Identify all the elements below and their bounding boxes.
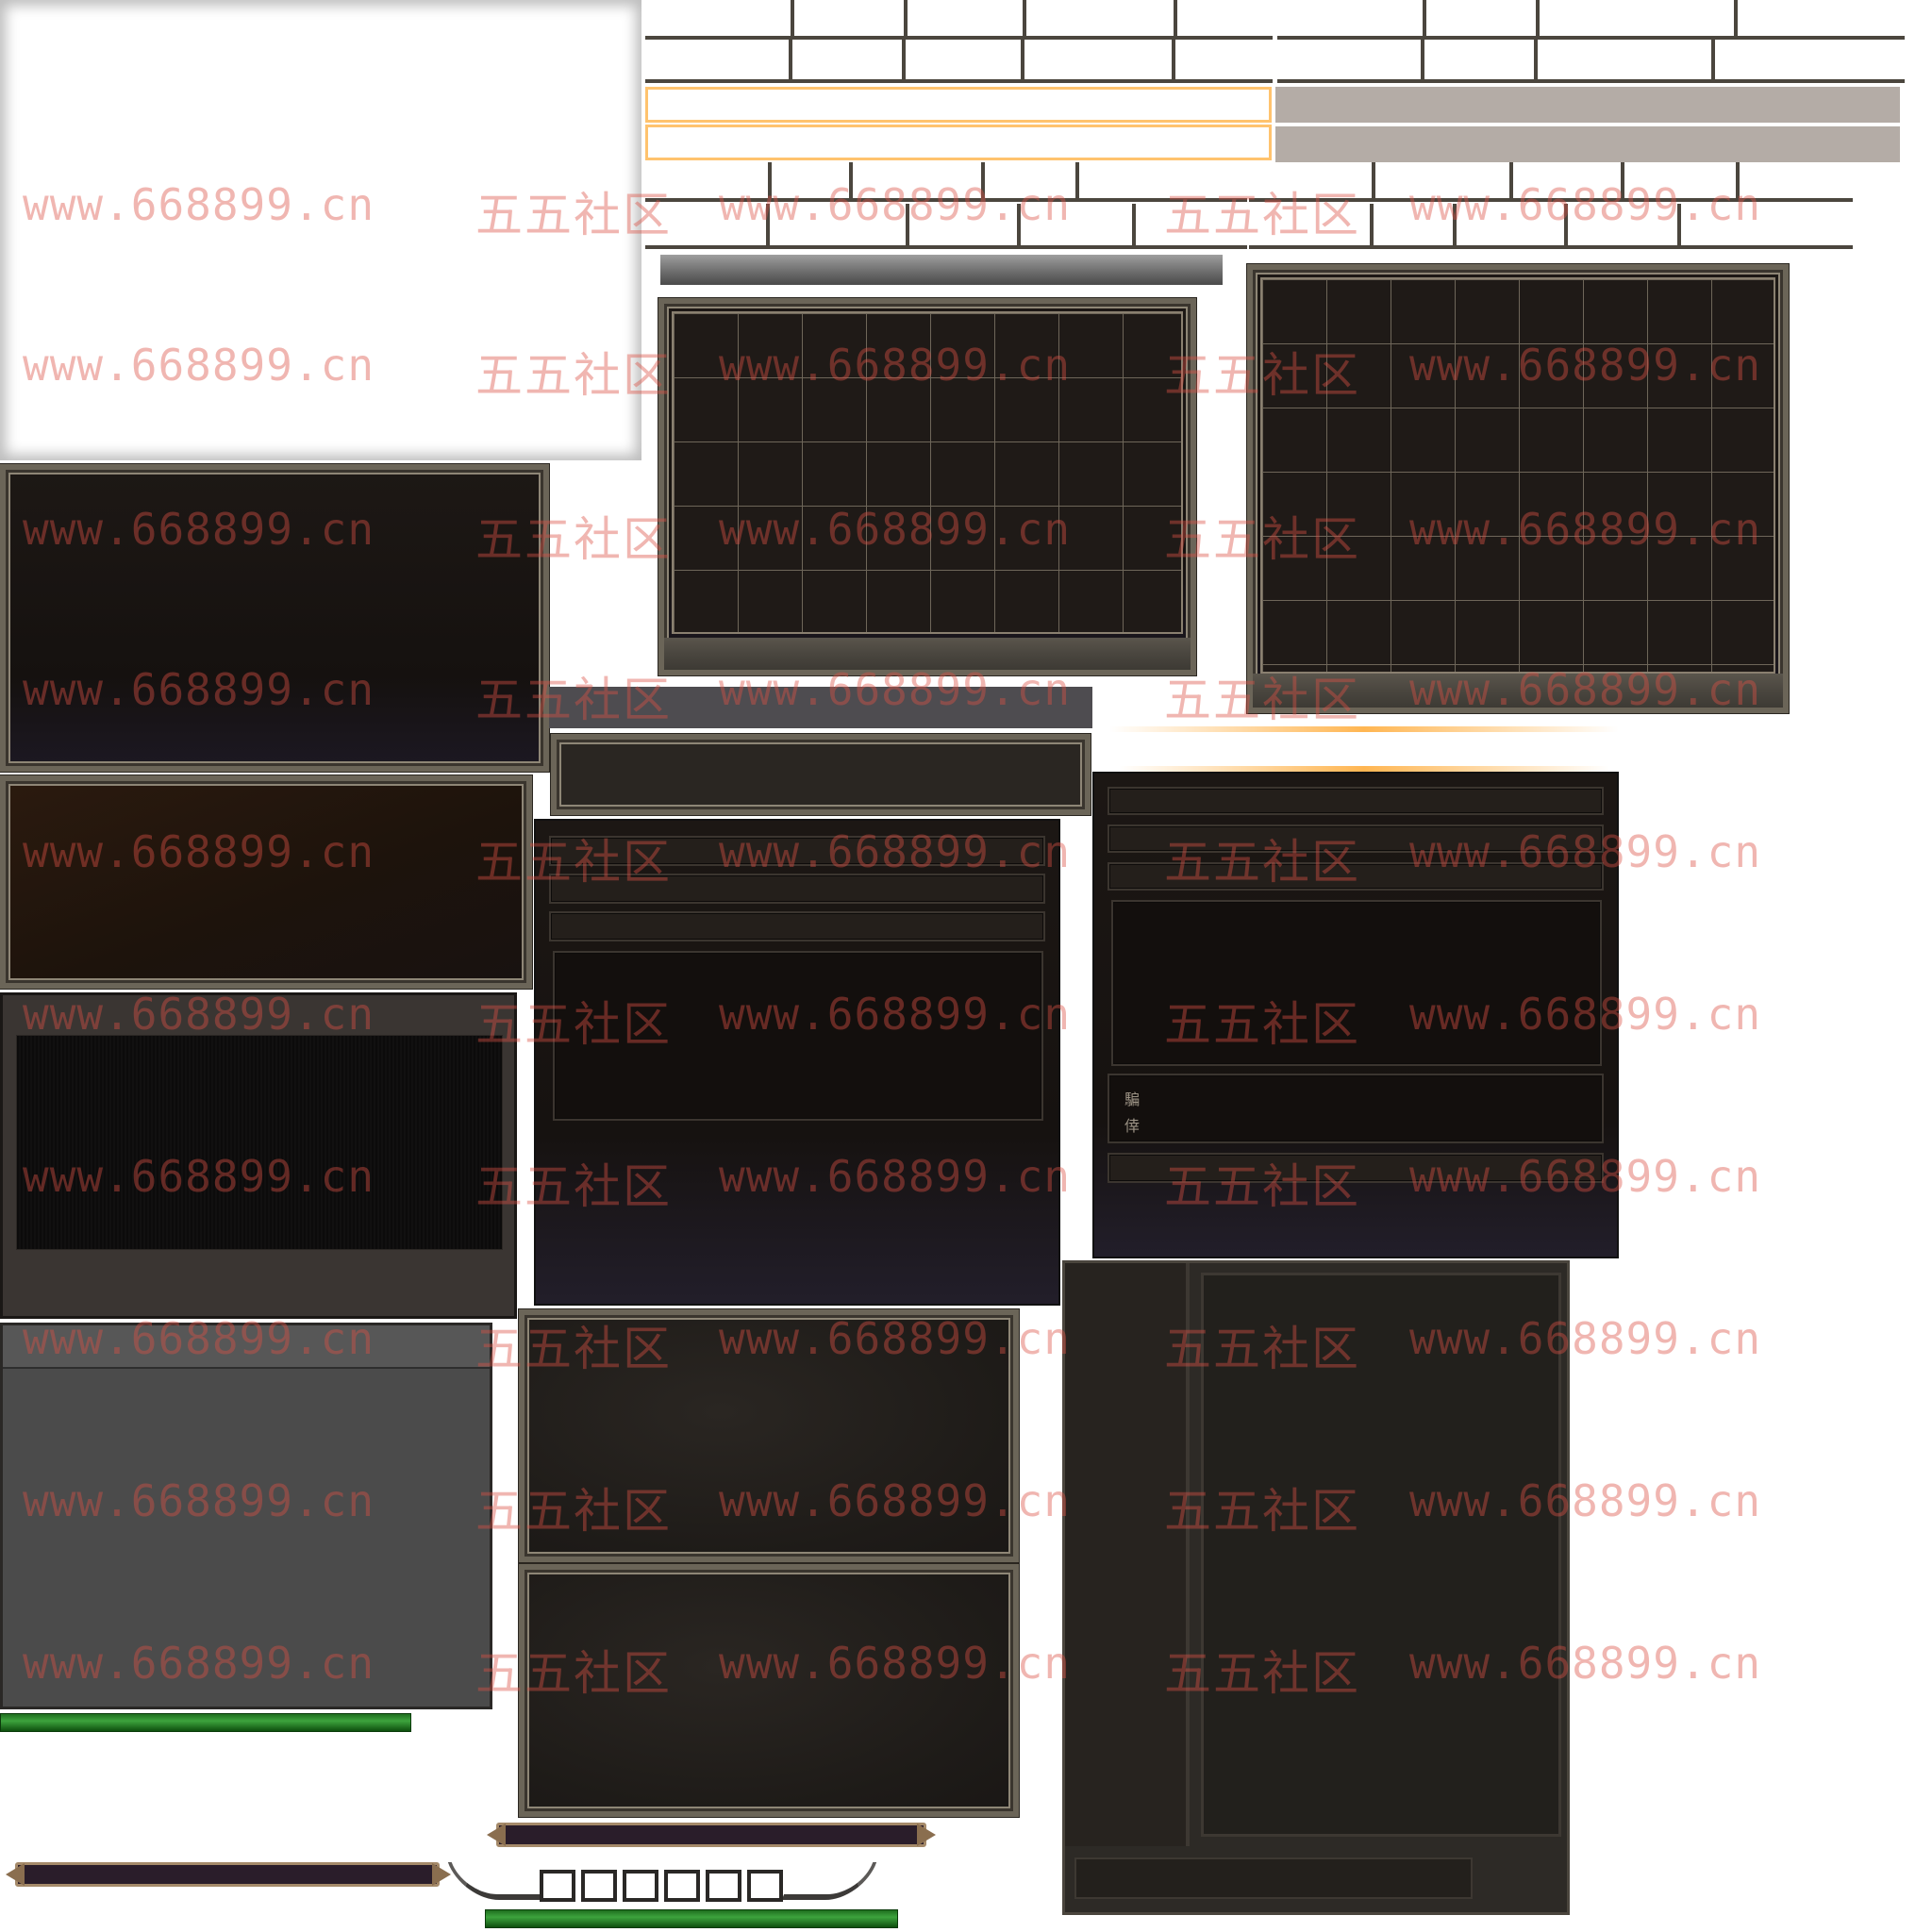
- inventory-grid-b-footer: [1253, 674, 1783, 708]
- split-panel-content: [1201, 1273, 1561, 1837]
- taupe-bar-1: [1275, 87, 1900, 123]
- inventory-grid-a[interactable]: [672, 311, 1183, 634]
- rail-set-top: [645, 0, 1909, 85]
- remarks-label-1: 騙: [1124, 1091, 1141, 1108]
- leather-panel-2: [519, 1564, 1019, 1817]
- right-field-1[interactable]: [1108, 787, 1604, 815]
- skill-slot-6[interactable]: [747, 1870, 783, 1902]
- skill-slot-1[interactable]: [540, 1870, 575, 1902]
- ornate-bar-center: [487, 1819, 936, 1851]
- ornate-bar-center-cap-right: [917, 1824, 936, 1846]
- skill-slot-4[interactable]: [664, 1870, 700, 1902]
- header-bar-panel: [551, 734, 1091, 815]
- right-field-2[interactable]: [1108, 824, 1604, 853]
- gray-strip: [549, 687, 1092, 728]
- leather-panel-1: [519, 1309, 1019, 1562]
- ornate-bar-left-cap-right: [432, 1863, 451, 1886]
- highlight-slot-1[interactable]: [645, 87, 1272, 123]
- orange-glow-line-1: [1109, 726, 1619, 732]
- orange-glow-line-2: [1119, 766, 1609, 772]
- form-panel-center: [534, 819, 1060, 1306]
- right-remarks-field[interactable]: 騙 倖: [1108, 1074, 1604, 1143]
- remarks-label-2: 倖: [1124, 1117, 1141, 1135]
- viewport-panel: [0, 992, 517, 1319]
- inventory-grid-panel-b: [1247, 264, 1789, 713]
- form-field-1[interactable]: [549, 836, 1045, 866]
- gray-panel: [0, 1323, 492, 1709]
- dark-panel-1: [0, 464, 549, 772]
- right-textarea[interactable]: [1111, 900, 1602, 1066]
- form-panel-right: 騙 倖: [1092, 772, 1619, 1258]
- inventory-grid-a-footer: [664, 638, 1191, 670]
- health-bar-left: [0, 1713, 411, 1732]
- health-bar-bottom: [485, 1909, 898, 1928]
- horn-left-icon: [447, 1862, 543, 1900]
- horn-right-icon: [781, 1862, 877, 1900]
- rail-set-middle: [645, 162, 1853, 257]
- viewport-screen: [16, 1035, 503, 1250]
- right-field-4[interactable]: [1108, 1153, 1604, 1183]
- skill-slot-3[interactable]: [623, 1870, 658, 1902]
- skill-slot-bar: [447, 1857, 877, 1909]
- gray-panel-header: [3, 1325, 490, 1369]
- large-split-panel: [1062, 1260, 1570, 1915]
- highlight-slot-2[interactable]: [645, 125, 1272, 160]
- skill-slot-2[interactable]: [581, 1870, 617, 1902]
- form-textarea[interactable]: [553, 951, 1043, 1121]
- form-field-3[interactable]: [549, 911, 1045, 941]
- blank-panel: [0, 0, 641, 460]
- taupe-bar-2: [1275, 126, 1900, 162]
- form-field-2[interactable]: [549, 874, 1045, 904]
- title-bar-strip: [660, 255, 1223, 285]
- split-panel-sidebar: [1065, 1263, 1190, 1846]
- inventory-grid-panel-a: [658, 298, 1196, 675]
- ornate-bar-left: [6, 1858, 451, 1890]
- dark-panel-warm: [0, 775, 532, 989]
- split-panel-footer-field[interactable]: [1074, 1857, 1473, 1899]
- inventory-grid-b[interactable]: [1260, 277, 1775, 674]
- right-field-3[interactable]: [1108, 862, 1604, 891]
- skill-slot-5[interactable]: [706, 1870, 741, 1902]
